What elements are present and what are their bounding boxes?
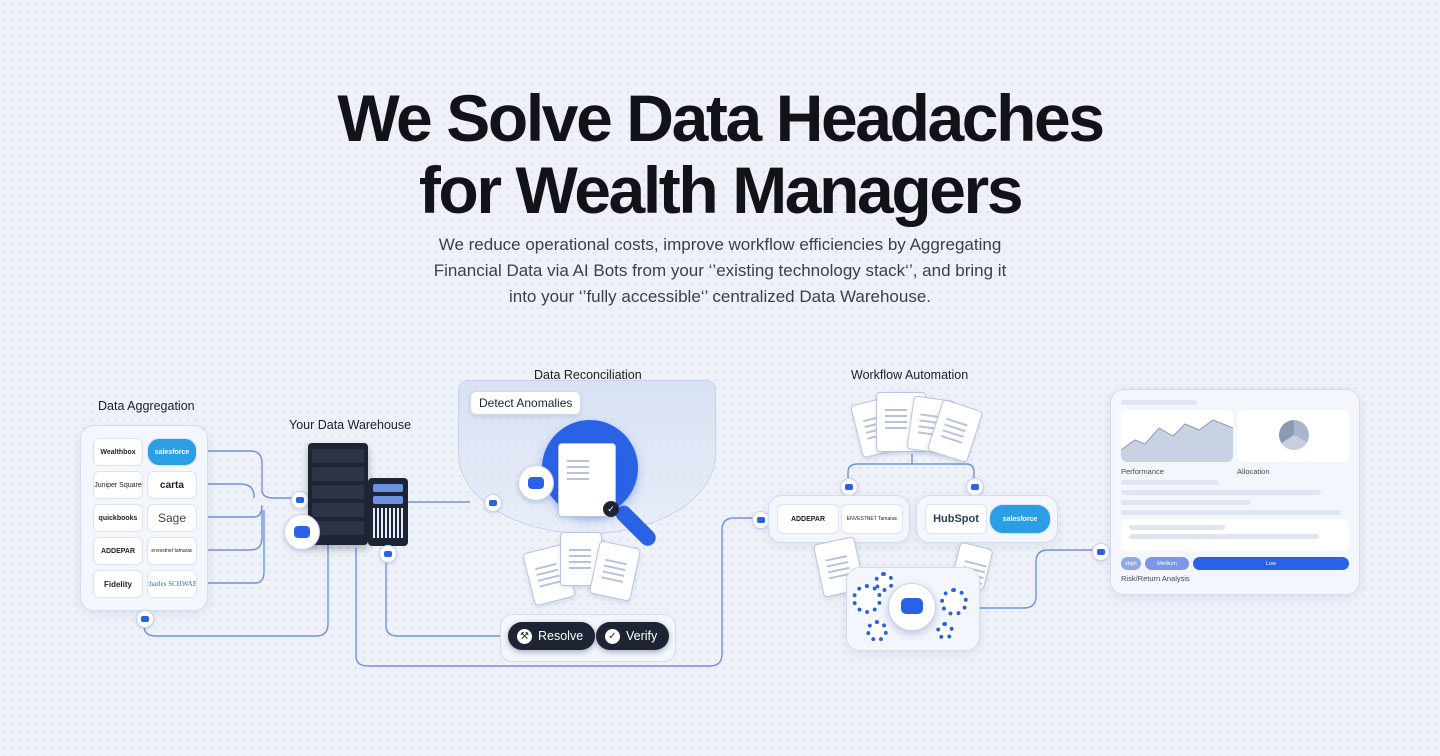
logo-addepar-workflow: ADDEPAR — [777, 504, 839, 534]
verify-label: Verify — [626, 629, 658, 643]
logo-juniper-square: Juniper Square — [93, 471, 143, 499]
robot-icon — [840, 478, 858, 496]
logo-tamarac: envestnet tamarac — [147, 537, 197, 565]
performance-label: Performance — [1121, 467, 1164, 476]
dashboard-bar — [1121, 480, 1219, 485]
robot-icon — [484, 494, 502, 512]
aggregation-panel: Wealthbox salesforce Juniper Square cart… — [80, 425, 208, 611]
logo-sage: Sage — [147, 504, 197, 532]
logo-wealthbox: Wealthbox — [93, 438, 143, 466]
section-label-workflow: Workflow Automation — [851, 368, 969, 382]
robot-icon — [888, 583, 936, 631]
hero-subtitle-line3: into your ‘’fully accessible‘’ centraliz… — [508, 287, 932, 306]
robot-icon — [518, 465, 554, 501]
wrench-icon: ⚒ — [517, 628, 532, 644]
robot-icon — [379, 545, 397, 563]
risk-return-label: Risk/Return Analysis — [1121, 574, 1190, 583]
logo-salesforce: salesforce — [147, 438, 197, 466]
hero-subtitle-line2: Financial Data via AI Bots from your ‘’e… — [433, 261, 1007, 280]
robot-icon — [136, 610, 154, 628]
detect-anomalies-tag: Detect Anomalies — [470, 391, 582, 415]
dashboard-bar — [1121, 510, 1341, 515]
risk-chip-high: High — [1121, 557, 1141, 570]
logo-quickbooks: quickbooks — [93, 504, 143, 532]
robot-icon — [966, 478, 984, 496]
gear-icon — [866, 620, 888, 642]
robot-icon — [291, 491, 309, 509]
robot-icon — [284, 514, 320, 550]
dashboard-header-bar — [1121, 400, 1197, 405]
server-icon — [368, 478, 408, 546]
robot-icon — [1092, 543, 1110, 561]
logo-tamarac-workflow: ENVESTNET Tamarac — [841, 504, 903, 534]
logo-hubspot-workflow: HubSpot — [925, 504, 987, 534]
workflow-logos-right: HubSpot salesforce — [916, 495, 1058, 543]
resolve-button[interactable]: ⚒ Resolve — [508, 622, 596, 650]
dashboard-bar — [1121, 500, 1251, 505]
verify-button[interactable]: ✓ Verify — [596, 622, 670, 650]
logo-carta: carta — [147, 471, 197, 499]
risk-chip-medium: Medium — [1145, 557, 1189, 570]
logo-salesforce-workflow: salesforce — [989, 504, 1051, 534]
hero-title-line2: for Wealth Managers — [418, 153, 1024, 227]
hero-subtitle-line1: We reduce operational costs, improve wor… — [438, 235, 1002, 254]
document-icon — [558, 443, 616, 517]
dashboard-bar — [1121, 490, 1321, 495]
section-label-reconciliation: Data Reconciliation — [534, 368, 642, 382]
logo-fidelity: Fidelity — [93, 570, 143, 598]
gear-icon — [874, 572, 894, 592]
section-label-warehouse: Your Data Warehouse — [289, 418, 412, 432]
allocation-label: Allocation — [1237, 467, 1270, 476]
workflow-logos-left: ADDEPAR ENVESTNET Tamarac — [768, 495, 910, 543]
hero-title-line1: We Solve Data Headaches — [337, 81, 1105, 155]
risk-card-bar — [1129, 525, 1225, 530]
hero-title: We Solve Data Headaches for Wealth Manag… — [0, 82, 1440, 226]
risk-card — [1121, 519, 1349, 551]
logo-addepar: ADDEPAR — [93, 537, 143, 565]
allocation-pie — [1279, 420, 1309, 450]
check-icon: ✓ — [605, 628, 620, 644]
hero-subtitle: We reduce operational costs, improve wor… — [380, 232, 1060, 310]
logo-schwab: charles SCHWAB — [147, 570, 197, 598]
performance-area — [1121, 419, 1233, 462]
analytics-dashboard: Performance Allocation High Medium Low R… — [1110, 389, 1360, 595]
gear-icon — [936, 622, 954, 640]
check-icon: ✓ — [603, 501, 619, 517]
performance-chart — [1121, 410, 1233, 462]
section-label-aggregation: Data Aggregation — [98, 399, 195, 413]
allocation-chart — [1237, 410, 1349, 462]
risk-card-bar — [1129, 534, 1319, 539]
gear-icon — [940, 588, 968, 616]
resolve-label: Resolve — [538, 629, 584, 643]
risk-chip-low: Low — [1193, 557, 1349, 570]
